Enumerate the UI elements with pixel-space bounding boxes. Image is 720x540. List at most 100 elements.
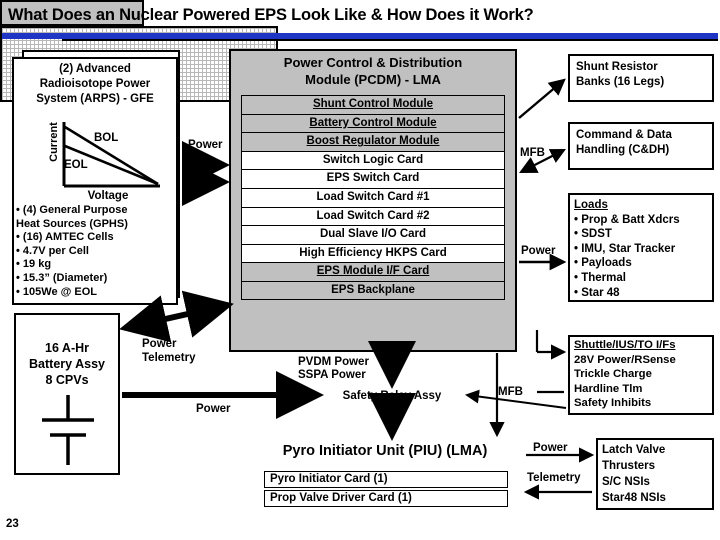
list-item: Latch Valve <box>602 444 666 456</box>
page-number: 23 <box>6 518 19 530</box>
pcdm-card[interactable]: Load Switch Card #2 <box>241 206 505 226</box>
piu-card-stack: Pyro Initiator Card (1) Prop Valve Drive… <box>264 471 508 509</box>
latch-valve-list: Latch Valve Thrusters S/C NSIs Star48 NS… <box>602 442 716 506</box>
list-item: Hardline Tlm <box>574 382 643 395</box>
shuttle-interfaces-list: Shuttle/IUS/TO I/Fs 28V Power/RSense Tri… <box>574 338 718 411</box>
loads-box[interactable] <box>568 193 714 302</box>
list-item: • 15.3” (Diameter) <box>16 271 108 284</box>
pcdm-card[interactable]: Switch Logic Card <box>241 150 505 170</box>
list-item: Star48 NSIs <box>602 492 666 504</box>
pcdm-card-label: Load Switch Card #2 <box>316 209 430 222</box>
command-data-handling-box[interactable] <box>568 122 714 170</box>
pcdm-card[interactable]: High Efficiency HKPS Card <box>241 243 505 263</box>
arps-title: (2) Advanced Radioisotope Power System (… <box>16 62 174 107</box>
list-item: • (4) General Purpose <box>16 204 128 216</box>
pcdm-card-label: Boost Regulator Module <box>306 135 440 148</box>
list-item: Safety Inhibits <box>574 397 652 410</box>
list-item: Heat Sources (GPHS) <box>16 217 128 230</box>
connector-label-mfb-top: MFB <box>520 147 545 159</box>
connector-label-telemetry: Telemetry <box>142 351 196 364</box>
loads-list: Loads • Prop & Batt Xdcrs • SDST • IMU, … <box>574 198 716 300</box>
pcdm-card[interactable]: EPS Module I/F Card <box>241 262 505 281</box>
battery-cell-symbol-icon <box>42 395 94 465</box>
iv-curve-label-bol: BOL <box>94 132 119 144</box>
list-item: • 4.7V per Cell <box>16 244 89 257</box>
pcdm-card[interactable]: Load Switch Card #1 <box>241 187 505 207</box>
connector-label-telemetry-piu: Telemetry <box>527 472 581 484</box>
pcdm-title-line2: Module (PCDM) - LMA <box>305 72 441 87</box>
arps-iv-chart: Current BOL EOL Voltage <box>38 118 168 206</box>
arrow-pcdm-to-shunt <box>518 78 566 119</box>
connector-label-power: Power <box>142 338 177 350</box>
cdh-line2: Handling (C&DH) <box>576 143 670 156</box>
piu-card[interactable]: Pyro Initiator Card (1) <box>264 471 508 488</box>
pcdm-card-stack: Shunt Control Module Battery Control Mod… <box>241 95 505 300</box>
arrow-arps-to-pcdm <box>182 141 230 206</box>
iv-ylabel: Current <box>48 122 60 162</box>
list-item: • 105We @ EOL <box>16 285 98 298</box>
pcdm-title: Power Control & Distribution Module (PCD… <box>235 54 511 88</box>
list-item: • Prop & Batt Xdcrs <box>574 213 680 226</box>
piu-card[interactable]: Prop Valve Driver Card (1) <box>264 490 508 507</box>
battery-line3: 8 CPVs <box>45 373 89 387</box>
pcdm-title-line1: Power Control & Distribution <box>283 55 463 70</box>
shunt-line2: Banks (16 Legs) <box>576 75 665 88</box>
pcdm-card-label: Switch Logic Card <box>322 153 424 166</box>
shuttle-interfaces-box[interactable] <box>568 335 714 415</box>
command-data-handling-label: Command & Data Handling (C&DH) <box>576 128 714 157</box>
pcdm-card-label: High Efficiency HKPS Card <box>299 246 447 259</box>
title-rule-shadow <box>62 39 718 41</box>
page-title: What Does an Nuclear Powered EPS Look Li… <box>8 6 534 24</box>
pcdm-card[interactable]: Shunt Control Module <box>241 95 505 114</box>
connector-label-pvdm-power: PVDM Power <box>298 356 369 368</box>
shunt-line1: Shunt Resistor <box>576 61 658 73</box>
arrow-pcdm-battery <box>119 290 234 343</box>
connector-label-pvdm-sspa: PVDM Power SSPA Power <box>298 356 369 382</box>
pcdm-card-label: EPS Backplane <box>331 283 415 296</box>
safety-relay-label: Safety Relay Assy <box>342 390 442 402</box>
list-item: • Star 48 <box>574 286 620 299</box>
safety-relay-box[interactable] <box>0 0 144 26</box>
loads-header: Loads <box>574 199 608 211</box>
list-item: S/C NSIs <box>602 476 650 488</box>
connector-label-power-piu: Power <box>533 442 568 454</box>
arps-title-line1: (2) Advanced <box>59 63 131 75</box>
latch-valve-box[interactable] <box>596 438 714 510</box>
shunt-resistor-banks-box[interactable] <box>568 54 714 102</box>
connector-label-power-telemetry: Power Telemetry <box>142 338 195 365</box>
list-item: • 19 kg <box>16 258 52 271</box>
shunt-resistor-banks-label: Shunt Resistor Banks (16 Legs) <box>576 60 714 89</box>
list-item: Trickle Charge <box>574 368 652 381</box>
battery-line2: Battery Assy <box>29 357 105 371</box>
title-rule-accent <box>2 33 718 39</box>
piu-card-label: Prop Valve Driver Card (1) <box>270 492 412 504</box>
connector-label-power-battery: Power <box>196 403 231 415</box>
arps-spec-list: • (4) General Purpose Heat Sources (GPHS… <box>16 204 176 299</box>
list-item: • Thermal <box>574 271 626 284</box>
pcdm-card[interactable]: Boost Regulator Module <box>241 132 505 151</box>
connector-label-mfb-mid: MFB <box>498 386 523 398</box>
pcdm-card-label: EPS Module I/F Card <box>316 265 430 278</box>
list-item: 28V Power/RSense <box>574 353 676 366</box>
pcdm-card-label: Dual Slave I/O Card <box>319 228 427 241</box>
connector-label-sspa-power: SSPA Power <box>298 369 366 381</box>
iv-xlabel: Voltage <box>87 190 129 202</box>
pcdm-card[interactable]: Dual Slave I/O Card <box>241 225 505 244</box>
arps-title-line2: Radioisotope Power <box>39 78 151 90</box>
pcdm-card[interactable]: EPS Backplane <box>241 280 505 300</box>
pcdm-card-label: Shunt Control Module <box>312 98 434 110</box>
iv-curve-svg <box>62 122 160 188</box>
pcdm-card[interactable]: EPS Switch Card <box>241 169 505 188</box>
arps-title-line3: System (ARPS) - GFE <box>36 93 154 105</box>
pcdm-card[interactable]: Battery Control Module <box>241 113 505 133</box>
list-item: • IMU, Star Tracker <box>574 242 676 255</box>
list-item: • (16) AMTEC Cells <box>16 231 114 244</box>
list-item: • Payloads <box>574 257 632 270</box>
arrow-pcdm-to-shuttle <box>535 330 567 394</box>
shuttle-header: Shuttle/IUS/TO I/Fs <box>574 339 676 351</box>
list-item: • SDST <box>574 228 612 241</box>
pcdm-card-label: Battery Control Module <box>309 116 437 129</box>
piu-card-label: Pyro Initiator Card (1) <box>270 473 388 485</box>
pcdm-card-label: EPS Switch Card <box>326 172 420 185</box>
